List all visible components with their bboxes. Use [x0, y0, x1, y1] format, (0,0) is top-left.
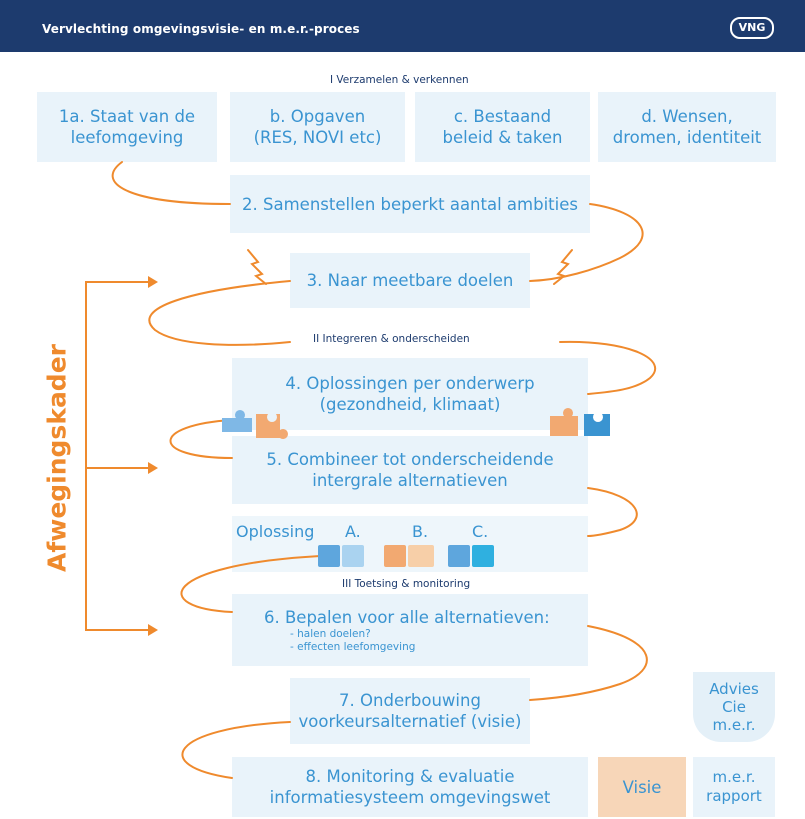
curve-connector: [169, 419, 233, 459]
puzzle-piece-icon: [318, 545, 340, 567]
puzzle-piece-icon: [342, 545, 364, 567]
step-b-box: b. Opgaven (RES, NOVI etc): [230, 92, 405, 162]
oplossing-b-label: B.: [412, 522, 429, 541]
section-title-2: II Integreren & onderscheiden: [313, 333, 470, 345]
curve-connector: [181, 721, 291, 779]
puzzle-piece-icon: [222, 410, 252, 432]
step-7-line-1: 7. Onderbouwing: [339, 691, 481, 710]
step-1a-line-1: 1a. Staat van de: [58, 107, 196, 126]
curve-connector: [587, 487, 638, 537]
step-1a-line-2: leefomgeving: [70, 128, 184, 147]
header-title: Vervlechting omgevingsvisie- en m.e.r.-p…: [42, 22, 360, 36]
advies-line-1: Advies: [709, 680, 759, 698]
advies-line-2: Cie: [722, 698, 746, 716]
advies-line-3: m.e.r.: [712, 716, 756, 734]
step-b-line-2: (RES, NOVI etc): [253, 128, 382, 147]
step-6-sub-2: - effecten leefomgeving: [290, 640, 416, 653]
curve-connector: [180, 555, 321, 613]
arrow-right-icon: [148, 624, 158, 636]
puzzle-piece-icon: [472, 545, 494, 567]
visie-box: Visie: [598, 757, 686, 817]
step-d-line-2: dromen, identiteit: [612, 128, 762, 147]
step-4-box: 4. Oplossingen per onderwerp (gezondheid…: [232, 358, 588, 430]
step-1a-box: 1a. Staat van de leefomgeving: [37, 92, 217, 162]
step-6-box: 6. Bepalen voor alle alternatieven: - ha…: [232, 594, 588, 666]
step-5-line-2: intergrale alternatieven: [312, 471, 508, 490]
step-2-box: 2. Samenstellen beperkt aantal ambities: [230, 175, 590, 233]
puzzle-piece-icon: [408, 545, 434, 567]
oplossing-a-label: A.: [345, 522, 361, 541]
zigzag-spark-icon: [553, 249, 573, 285]
step-3-label: 3. Naar meetbare doelen: [306, 271, 514, 290]
afwegingskader-bracket: [85, 281, 119, 631]
section-title-1: I Verzamelen & verkennen: [330, 74, 469, 86]
mer-rapport-line-2: rapport: [706, 787, 762, 805]
step-8-box: 8. Monitoring & evaluatie informatiesyst…: [232, 757, 588, 817]
puzzle-piece-icon: [550, 408, 578, 436]
step-6-sub-1: - halen doelen?: [290, 627, 371, 640]
puzzle-piece-icon: [448, 545, 470, 567]
step-5-line-1: 5. Combineer tot onderscheidende: [266, 450, 554, 469]
vng-logo: VNG: [730, 17, 774, 39]
oplossing-label: Oplossing: [236, 522, 315, 541]
curve-connector: [529, 625, 648, 701]
puzzle-piece-icon: [384, 545, 406, 567]
step-d-box: d. Wensen, dromen, identiteit: [598, 92, 776, 162]
curve-connector: [559, 340, 657, 395]
curve-connector: [148, 280, 291, 346]
step-c-box: c. Bestaand beleid & taken: [415, 92, 590, 162]
step-2-label: 2. Samenstellen beperkt aantal ambities: [242, 194, 578, 214]
step-3-box: 3. Naar meetbare doelen: [290, 253, 530, 308]
curve-connector: [529, 203, 644, 282]
puzzle-piece-icon: [584, 414, 610, 436]
step-6-label: 6. Bepalen voor alle alternatieven:: [264, 607, 550, 627]
curve-connector: [111, 161, 231, 205]
step-5-box: 5. Combineer tot onderscheidende intergr…: [232, 436, 588, 504]
arrow-right-icon: [148, 462, 158, 474]
step-c-line-1: c. Bestaand: [453, 107, 552, 126]
section-title-3: III Toetsing & monitoring: [342, 578, 471, 590]
step-8-line-2: informatiesysteem omgevingswet: [269, 788, 551, 807]
step-b-line-1: b. Opgaven: [269, 107, 366, 126]
step-8-line-1: 8. Monitoring & evaluatie: [305, 767, 515, 786]
step-4-line-1: 4. Oplossingen per onderwerp: [285, 374, 535, 393]
step-c-line-2: beleid & taken: [442, 128, 563, 147]
mer-rapport-box: m.e.r. rapport: [693, 757, 775, 817]
header-bar: Vervlechting omgevingsvisie- en m.e.r.-p…: [0, 0, 805, 52]
step-7-box: 7. Onderbouwing voorkeursalternatief (vi…: [290, 678, 530, 744]
step-7-line-2: voorkeursalternatief (visie): [298, 712, 522, 731]
step-4-line-2: (gezondheid, klimaat): [319, 395, 501, 414]
visie-label: Visie: [622, 777, 662, 797]
puzzle-piece-icon: [256, 414, 288, 440]
arrow-right-icon: [148, 276, 158, 288]
zigzag-spark-icon: [247, 249, 267, 285]
advies-cie-mer-box: Advies Cie m.e.r.: [693, 672, 775, 742]
oplossing-c-label: C.: [472, 522, 489, 541]
mer-rapport-line-1: m.e.r.: [712, 768, 756, 786]
step-d-line-1: d. Wensen,: [641, 107, 733, 126]
